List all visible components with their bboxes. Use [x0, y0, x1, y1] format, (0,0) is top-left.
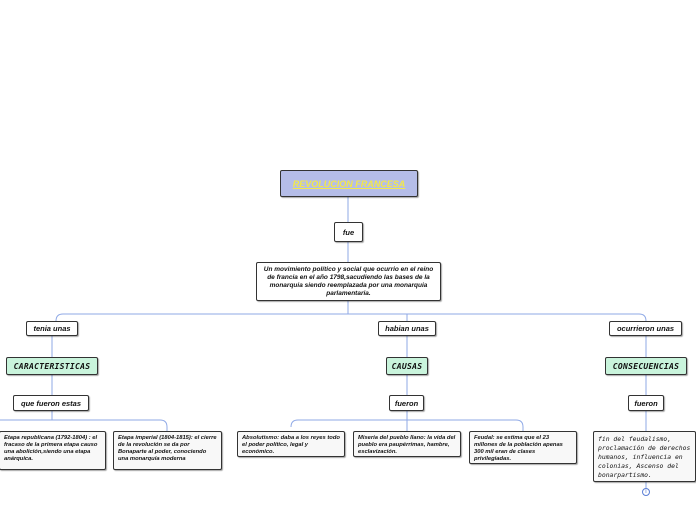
- definition-node[interactable]: Un movimiento político y social que ocur…: [256, 262, 441, 301]
- leaf-miseria-del-pueblo-text: Miseria del pueblo llano: la vida del pu…: [358, 435, 456, 455]
- leaf-etapa-imperial[interactable]: Etapa imperial (1804-1815): el cierre de…: [113, 431, 222, 470]
- category-causas-label: CAUSAS: [391, 361, 423, 371]
- link-fueron-consecuencias[interactable]: fueron: [628, 395, 664, 411]
- title-node[interactable]: REVOLUCION FRANCESA: [280, 170, 418, 197]
- leaf-fin-del-feudalismo-text: fin del feudalismo, proclamación de dere…: [598, 435, 691, 479]
- link-fueron-causas[interactable]: fueron: [389, 395, 424, 411]
- leaf-fin-del-feudalismo[interactable]: fin del feudalismo, proclamación de dere…: [593, 431, 696, 482]
- leaf-etapa-republicana[interactable]: Etapa republicana (1792-1804) : el fraca…: [0, 431, 106, 470]
- link-fueron-consecuencias-label: fueron: [634, 398, 658, 408]
- leaf-feudal-text: Feudal: se estima que el 23 millones de …: [474, 435, 563, 462]
- connector-middle-leaf-bus: [290, 419, 524, 431]
- link-habian-unas[interactable]: habian unas: [378, 321, 436, 336]
- info-icon-glyph: i: [645, 488, 647, 495]
- connector-main-bus: [55, 313, 647, 322]
- leaf-etapa-imperial-text: Etapa imperial (1804-1815): el cierre de…: [118, 435, 217, 462]
- leaf-absolutismo[interactable]: Absolutismo: daba a los reyes todo el po…: [237, 431, 345, 457]
- link-tenia-unas[interactable]: tenia unas: [26, 321, 78, 336]
- link-fue-label: fue: [342, 227, 355, 237]
- definition-text: Un movimiento político y social que ocur…: [263, 265, 434, 297]
- link-fueron-causas-label: fueron: [394, 398, 419, 408]
- link-ocurrieron-unas-label: ocurrieron unas: [616, 324, 675, 333]
- connector-left-leaf-bus: [0, 419, 168, 431]
- category-causas[interactable]: CAUSAS: [386, 357, 428, 375]
- info-icon[interactable]: i: [642, 488, 650, 496]
- leaf-etapa-republicana-text: Etapa republicana (1792-1804) : el fraca…: [4, 435, 98, 462]
- category-caracteristicas[interactable]: CARACTERISTICAS: [6, 357, 98, 375]
- link-ocurrieron-unas[interactable]: ocurrieron unas: [609, 321, 682, 336]
- link-tenia-unas-label: tenia unas: [33, 324, 71, 333]
- link-fue[interactable]: fue: [334, 222, 363, 242]
- leaf-feudal[interactable]: Feudal: se estima que el 23 millones de …: [469, 431, 577, 464]
- leaf-absolutismo-text: Absolutismo: daba a los reyes todo el po…: [242, 435, 340, 455]
- link-habian-unas-label: habian unas: [385, 324, 429, 333]
- leaf-miseria-del-pueblo[interactable]: Miseria del pueblo llano: la vida del pu…: [353, 431, 461, 457]
- category-consecuencias[interactable]: CONSECUENCIAS: [605, 357, 687, 375]
- category-caracteristicas-label: CARACTERISTICAS: [13, 361, 91, 371]
- title-label: REVOLUCION FRANCESA: [292, 178, 406, 189]
- link-que-fueron-estas[interactable]: que fueron estas: [13, 395, 89, 411]
- link-que-fueron-estas-label: que fueron estas: [20, 398, 81, 408]
- category-consecuencias-label: CONSECUENCIAS: [612, 361, 680, 371]
